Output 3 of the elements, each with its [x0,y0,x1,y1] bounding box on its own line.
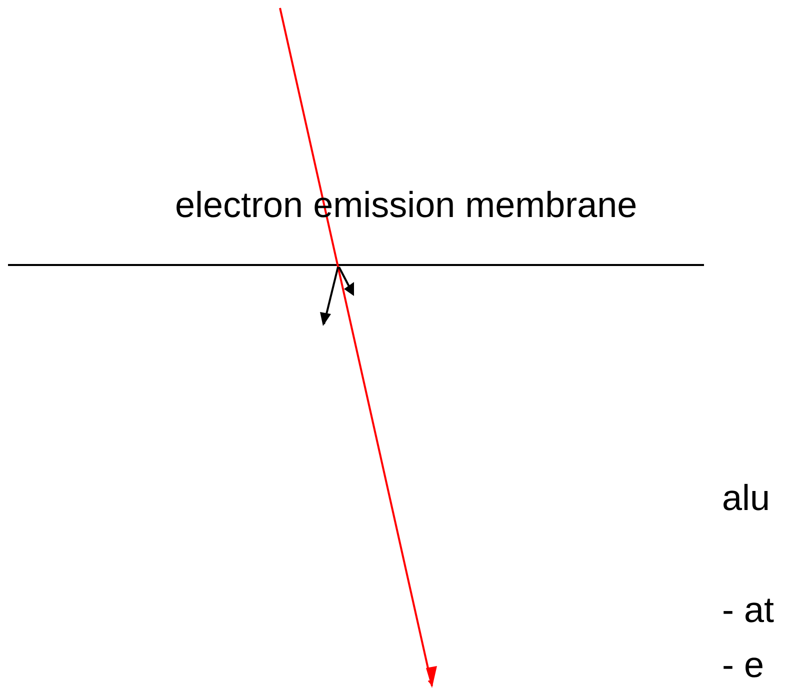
note-text: alu [722,478,770,518]
note-text: - at [722,590,774,630]
note-text: - e [722,645,764,685]
